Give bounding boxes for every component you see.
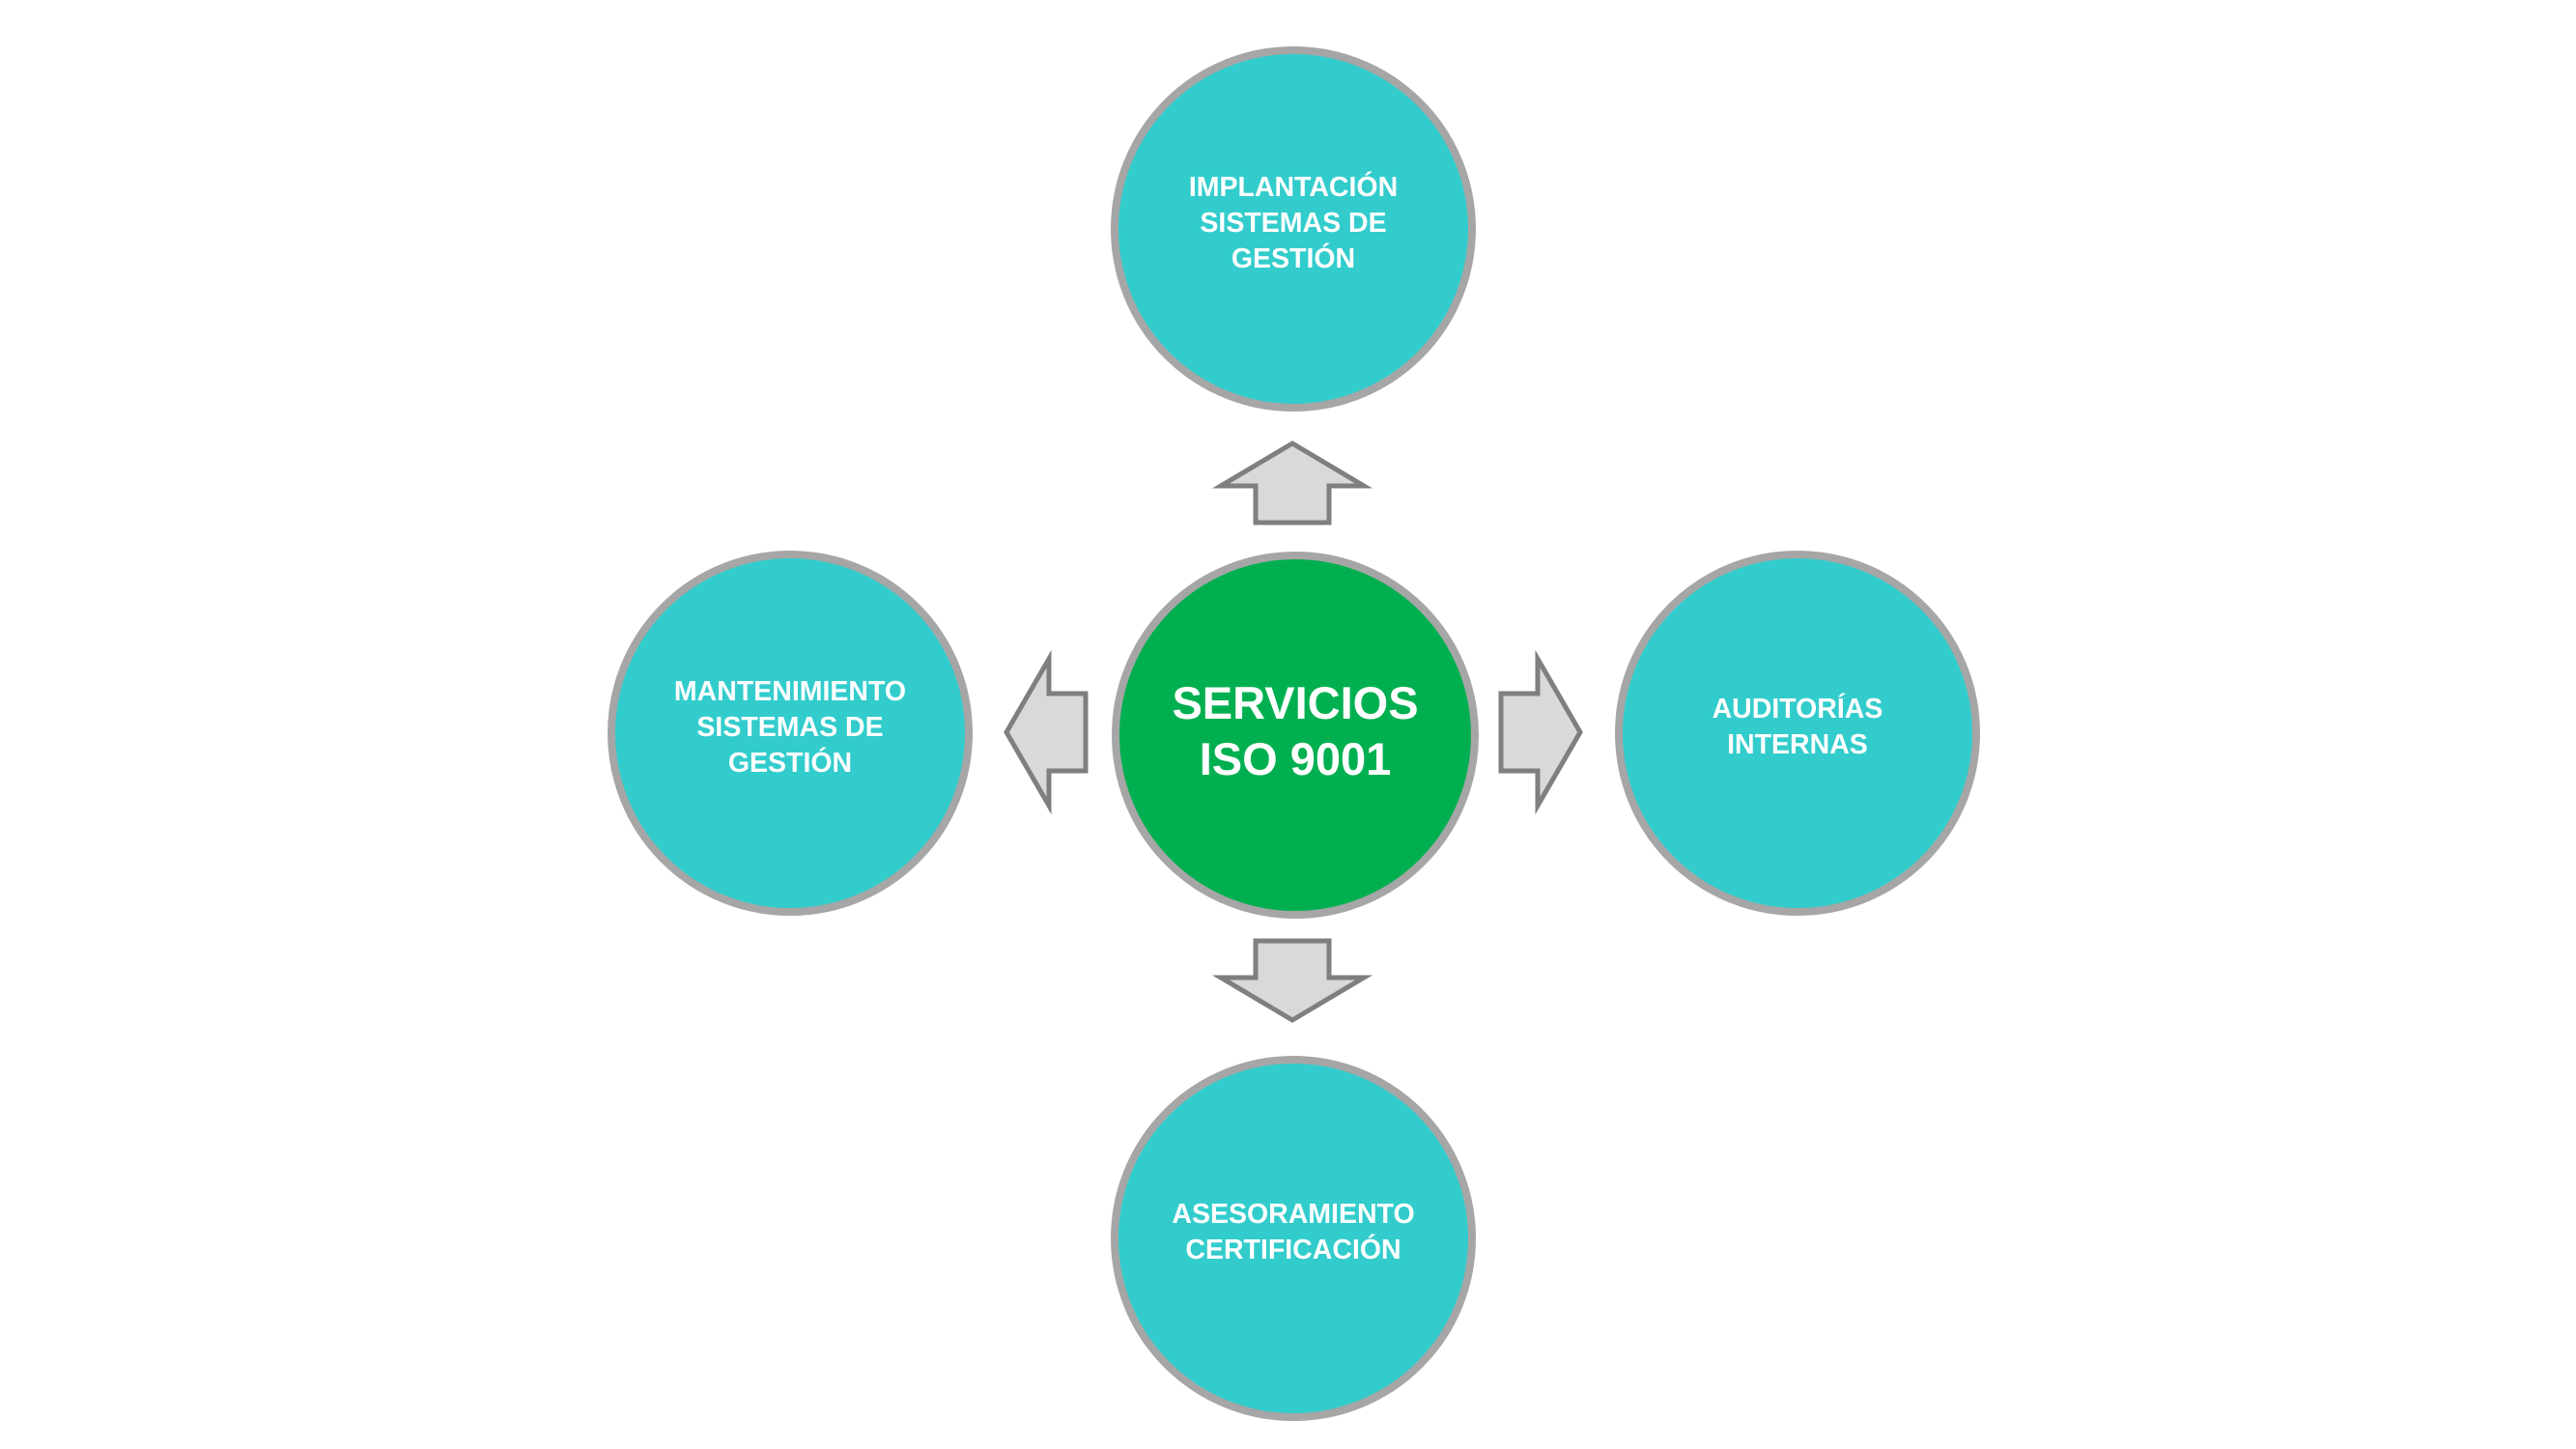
arrow-up-icon — [1211, 440, 1373, 526]
service-node-asesoramiento: ASESORAMIENTO CERTIFICACIÓN — [1111, 1056, 1476, 1421]
service-label-auditorias: AUDITORÍAS INTERNAS — [1712, 694, 1883, 760]
service-label-asesoramiento: ASESORAMIENTO CERTIFICACIÓN — [1172, 1199, 1415, 1265]
service-label-mantenimiento: MANTENIMIENTO SISTEMAS DE GESTIÓN — [673, 675, 907, 779]
service-node-auditorias: AUDITORÍAS INTERNAS — [1615, 551, 1980, 916]
arrow-right-icon — [1498, 649, 1583, 815]
center-node-servicios-iso: SERVICIOS ISO 9001 — [1112, 552, 1479, 919]
center-label: SERVICIOS ISO 9001 — [1172, 677, 1419, 784]
service-node-implantacion: IMPLANTACIÓN SISTEMAS DE GESTIÓN — [1111, 46, 1476, 412]
service-label-implantacion: IMPLANTACIÓN SISTEMAS DE GESTIÓN — [1188, 171, 1399, 274]
arrow-left-icon — [1004, 649, 1089, 815]
service-node-mantenimiento: MANTENIMIENTO SISTEMAS DE GESTIÓN — [608, 551, 973, 916]
arrow-down-icon — [1211, 938, 1373, 1023]
